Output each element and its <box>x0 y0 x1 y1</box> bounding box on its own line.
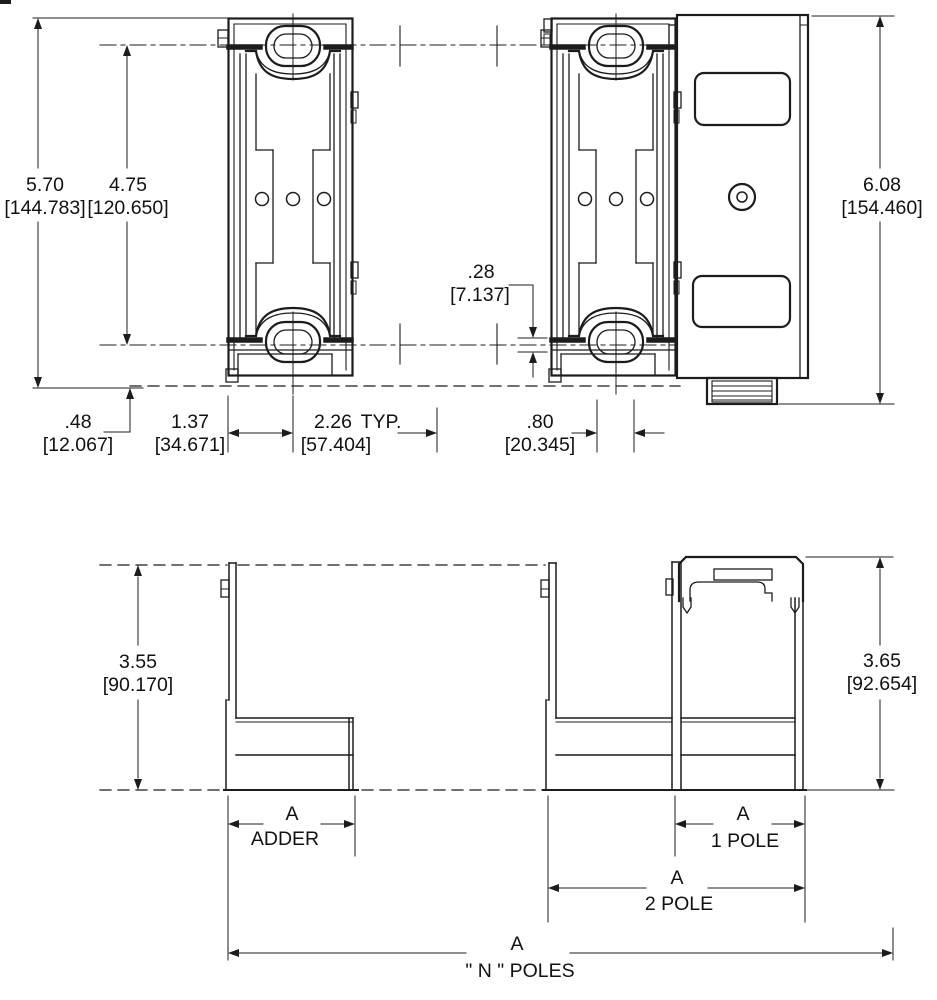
dim-slot-spacing-mm: [120.650] <box>87 197 168 219</box>
dim-slot-width-mm: [20.345] <box>505 434 575 456</box>
dim-n-poles-width: A " N " POLES <box>228 927 894 982</box>
label-two-pole-letter: A <box>670 867 683 889</box>
dim-slot-width: .80 [20.345] <box>505 399 665 456</box>
dim-height-overall-inches: 6.08 <box>863 174 901 196</box>
dim-depth-open: 3.55 [90.170] <box>103 565 173 790</box>
label-one-pole-letter: A <box>736 803 749 825</box>
dim-slot-offset-inches: .28 <box>467 261 494 283</box>
label-one-pole-name: 1 POLE <box>711 830 779 852</box>
din-rail-foot <box>705 376 779 406</box>
adder-profile <box>220 562 354 791</box>
pole-cover-cap <box>677 555 805 615</box>
front-view-left <box>218 14 358 394</box>
centerlines <box>99 25 681 387</box>
dim-height-overall-mm: [154.460] <box>841 197 922 219</box>
front-view-right <box>541 14 681 394</box>
dim-depth-open-inches: 3.55 <box>119 651 157 673</box>
dim-pole-pitch: 2.26 TYP. [57.404] <box>301 407 438 456</box>
dim-pole-pitch-typ: TYP. <box>361 411 402 433</box>
dim-slot-spacing: 4.75 [120.650] <box>87 45 169 345</box>
dim-base-offset-mm: [12.067] <box>43 434 113 456</box>
dim-base-offset: .48 [12.067] <box>43 388 134 456</box>
dim-two-pole-width: A 2 POLE <box>547 795 805 923</box>
screw-boss <box>727 182 757 212</box>
dim-depth-covered-inches: 3.65 <box>863 650 901 672</box>
dim-pole-pitch-mm: [57.404] <box>301 434 371 456</box>
dim-edge-to-center-inches: 1.37 <box>171 411 209 433</box>
label-n-poles-letter: A <box>510 933 523 955</box>
label-adder-letter: A <box>285 803 298 825</box>
label-two-pole-name: 2 POLE <box>645 893 713 915</box>
dim-edge-to-center: 1.37 [34.671] <box>155 395 294 456</box>
bottom-construction-lines <box>99 556 895 791</box>
dim-depth-covered: 3.65 [92.654] <box>847 557 917 790</box>
label-n-poles-name: " N " POLES <box>465 960 574 982</box>
scan-artifact <box>0 0 11 4</box>
side-view <box>668 13 810 406</box>
dim-pole-pitch-inches: 2.26 <box>314 411 352 433</box>
two-pole-profile <box>540 555 805 791</box>
dim-adder-width: A ADDER <box>227 795 356 961</box>
rail-clip <box>665 578 674 596</box>
dim-height-body-mm: [144.783] <box>4 197 85 219</box>
dim-one-pole-width: A 1 POLE <box>674 795 806 923</box>
dim-slot-offset: .28 [7.137] <box>450 261 548 378</box>
dim-depth-open-mm: [90.170] <box>103 674 173 696</box>
dim-base-offset-inches: .48 <box>64 411 91 433</box>
dim-slot-offset-mm: [7.137] <box>450 284 510 306</box>
dim-slot-spacing-inches: 4.75 <box>109 174 147 196</box>
dim-height-overall: 6.08 [154.460] <box>778 15 923 405</box>
dim-depth-covered-mm: [92.654] <box>847 673 917 695</box>
dim-edge-to-center-mm: [34.671] <box>155 434 225 456</box>
label-window-bottom <box>691 274 792 329</box>
label-window-top <box>693 71 792 127</box>
dim-height-body: 5.70 [144.783] <box>4 17 228 389</box>
label-adder-name: ADDER <box>251 828 319 850</box>
dim-height-body-inches: 5.70 <box>26 174 64 196</box>
dim-slot-width-inches: .80 <box>526 411 553 433</box>
